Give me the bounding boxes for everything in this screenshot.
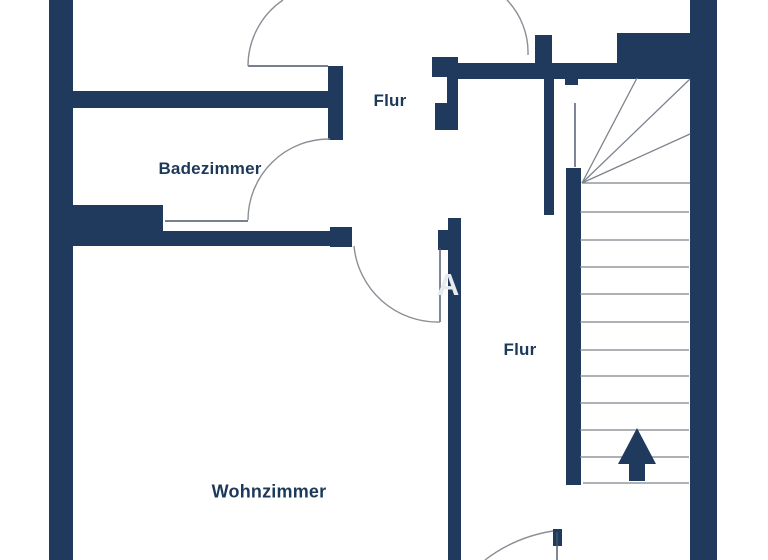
walls [49,0,717,560]
door-arc-middle [353,245,441,323]
right-outer-wall [690,0,717,560]
badezimmer-bottom-block [73,205,163,232]
central-vertical-wall [448,218,461,560]
central-wall-mid [447,75,458,105]
room-label-badezimmer: Badezimmer [158,159,262,178]
top-right-corner-block [617,33,690,63]
top-right-wall [450,63,690,79]
badezimmer-corner-wall [328,66,343,140]
doors [165,0,558,560]
central-wall-bottom [435,103,458,130]
stair-upper-wall [544,75,554,215]
stair-left-wall [566,168,581,485]
room-label-flur-top: Flur [373,91,407,110]
room-label-flur-right: Flur [503,340,537,359]
winder-ray [581,133,691,184]
badezimmer-wall-cap [330,227,352,247]
door-arc-top-right [506,0,529,56]
watermark-letter: A [437,267,460,302]
stair-top-stub [565,75,578,85]
door-pivot-stub-middle [438,230,448,250]
door-pivot-stub-top [535,35,552,63]
badezimmer-top-wall [73,91,328,108]
winder-ray [581,77,638,184]
door-arc-bottom [484,530,554,560]
winder-ray [581,78,691,184]
stair-treads [574,77,691,484]
badezimmer-bottom-wall [73,231,352,246]
stair-up-arrow-icon [618,428,656,481]
door-arc-badezimmer [247,138,331,221]
left-outer-wall [49,0,73,560]
room-label-wohnzimmer: Wohnzimmer [211,481,327,502]
door-arc-top-left [247,0,284,67]
